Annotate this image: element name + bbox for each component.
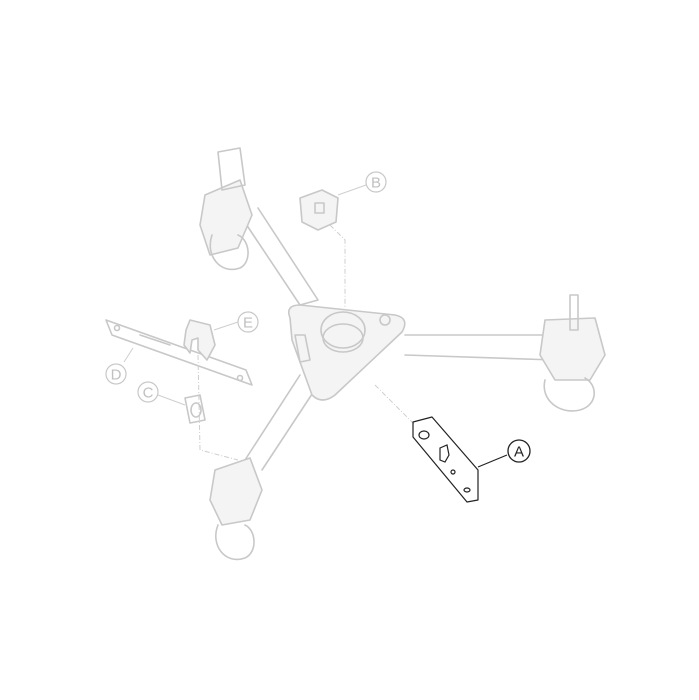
callout-a: A [507,439,531,463]
part-a-locking-pin-set [374,384,508,503]
callout-e-label: E [243,315,253,332]
callout-a-label: A [514,444,524,461]
dolly-leg-upper-left [199,147,319,306]
part-e-handle [183,319,239,461]
callout-b: B [365,171,387,193]
dolly-leg-lower-left [209,374,319,561]
callout-c-label: C [143,385,154,402]
part-c-spacer [157,394,206,424]
callout-d: D [105,363,127,385]
callout-c: C [137,381,159,403]
part-d-axle-assembly [105,319,253,386]
dolly-hub [287,304,406,401]
callout-e: E [237,311,259,333]
callout-d-label: D [111,367,122,384]
callout-b-label: B [371,175,381,192]
part-b-bracket [299,184,367,310]
dolly-leg-right [404,294,606,412]
